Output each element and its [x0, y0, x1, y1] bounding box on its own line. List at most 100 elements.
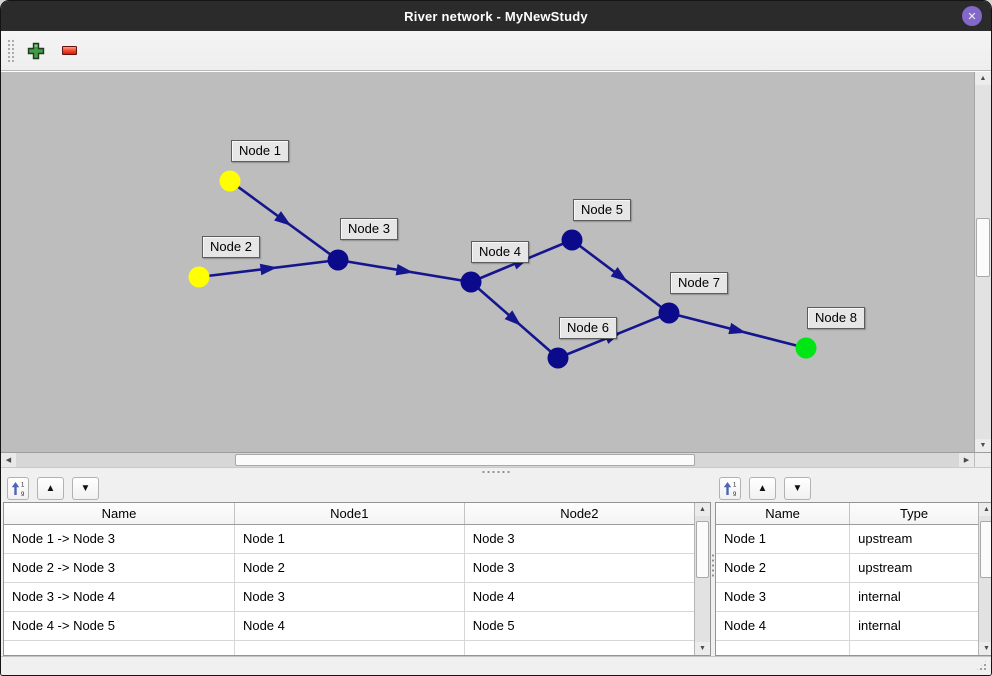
- table-cell[interactable]: Node 3: [464, 524, 694, 554]
- scroll-up-button[interactable]: ▲: [975, 72, 991, 85]
- table-cell[interactable]: internal: [849, 611, 978, 641]
- table-cell[interactable]: upstream: [849, 553, 978, 583]
- network-node[interactable]: [460, 271, 482, 293]
- table-row-empty: [4, 640, 694, 655]
- node-label[interactable]: Node 7: [670, 272, 728, 294]
- table-cell[interactable]: Node 2: [234, 553, 465, 583]
- table-cell[interactable]: Node 1: [234, 524, 465, 554]
- table-cell[interactable]: Node 4: [234, 611, 465, 641]
- resize-grip[interactable]: [975, 659, 988, 672]
- column-header-node2[interactable]: Node2: [464, 503, 694, 525]
- scroll-trough[interactable]: [979, 516, 991, 642]
- svg-text:9: 9: [733, 492, 737, 497]
- reach-table-scrollbar[interactable]: ▲ ▼: [694, 503, 710, 655]
- node-label[interactable]: Node 4: [471, 241, 529, 263]
- table-cell[interactable]: Node 4 -> Node 5: [4, 611, 235, 641]
- node-table-scrollbar[interactable]: ▲ ▼: [978, 503, 991, 655]
- table-cell[interactable]: Node 1: [716, 524, 851, 554]
- scroll-up-button[interactable]: ▲: [979, 503, 991, 516]
- move-down-button[interactable]: ▼: [784, 477, 811, 500]
- toolbar-drag-handle[interactable]: [6, 37, 14, 64]
- table-cell[interactable]: Node 3: [464, 553, 694, 583]
- close-button[interactable]: ✕: [962, 6, 982, 26]
- scroll-trough[interactable]: [16, 453, 959, 467]
- network-canvas[interactable]: ▲ ▼ Node 1 Node 2 Node 3 Node 4 Node 5 Node 6…: [1, 71, 991, 452]
- network-node[interactable]: [561, 229, 583, 251]
- scroll-thumb[interactable]: [976, 218, 990, 277]
- network-node[interactable]: [219, 170, 241, 192]
- canvas-horizontal-scrollbar[interactable]: ◀ ▶: [1, 452, 991, 468]
- edge-arrow-icon: [259, 263, 278, 276]
- network-node[interactable]: [658, 302, 680, 324]
- titlebar[interactable]: River network - MyNewStudy ✕: [1, 1, 991, 31]
- scroll-down-button[interactable]: ▼: [979, 642, 991, 655]
- node-label[interactable]: Node 8: [807, 307, 865, 329]
- scroll-up-icon: ▲: [979, 75, 987, 82]
- node-label[interactable]: Node 6: [559, 317, 617, 339]
- scroll-thumb[interactable]: [980, 521, 991, 578]
- table-cell[interactable]: Node 3: [234, 582, 465, 612]
- scroll-trough[interactable]: [975, 85, 991, 439]
- table-cell[interactable]: upstream: [849, 524, 978, 554]
- sort-button[interactable]: 1 9: [7, 477, 29, 500]
- move-down-button[interactable]: ▼: [72, 477, 99, 500]
- move-up-button[interactable]: ▲: [749, 477, 776, 500]
- splitter-grip-icon: [481, 469, 511, 474]
- scroll-up-button[interactable]: ▲: [695, 503, 710, 516]
- canvas-table-splitter[interactable]: [1, 468, 991, 475]
- status-bar: [1, 656, 991, 675]
- table-cell[interactable]: Node 2 -> Node 3: [4, 553, 235, 583]
- move-up-button[interactable]: ▲: [37, 477, 64, 500]
- node-label[interactable]: Node 2: [202, 236, 260, 258]
- table-cell[interactable]: Node 3: [716, 582, 851, 612]
- svg-text:1: 1: [733, 482, 737, 488]
- scroll-thumb[interactable]: [696, 521, 709, 578]
- add-button[interactable]: [23, 38, 49, 64]
- remove-button[interactable]: [56, 38, 82, 64]
- scroll-trough[interactable]: [695, 516, 710, 642]
- sort-button[interactable]: 1 9: [719, 477, 741, 500]
- column-header-node1[interactable]: Node1: [234, 503, 465, 525]
- scroll-right-button[interactable]: ▶: [959, 453, 974, 467]
- remove-icon: [61, 46, 77, 55]
- table-cell[interactable]: Node 2: [716, 553, 851, 583]
- network-node[interactable]: [795, 337, 817, 359]
- scroll-thumb[interactable]: [235, 454, 695, 466]
- edge-arrow-icon: [504, 310, 522, 326]
- table-row-empty: [716, 640, 978, 655]
- scroll-down-button[interactable]: ▼: [695, 642, 710, 655]
- table-cell[interactable]: Node 4: [716, 611, 851, 641]
- table-cell[interactable]: Node 5: [464, 611, 694, 641]
- column-header-name[interactable]: Name: [4, 503, 235, 525]
- column-header-name[interactable]: Name: [716, 503, 851, 525]
- table-cell[interactable]: Node 1 -> Node 3: [4, 524, 235, 554]
- scroll-left-button[interactable]: ◀: [1, 453, 16, 467]
- canvas-vertical-scrollbar[interactable]: ▲ ▼: [974, 72, 991, 452]
- table-cell[interactable]: Node 4: [464, 582, 694, 612]
- column-header-type[interactable]: Type: [849, 503, 978, 525]
- reach-pane: 1 9 ▲ ▼ Name Node1 Node2: [1, 475, 711, 656]
- edge-arrow-icon: [610, 267, 628, 282]
- table-cell[interactable]: Node 3 -> Node 4: [4, 582, 235, 612]
- pane-splitter[interactable]: [711, 475, 715, 656]
- network-node[interactable]: [188, 266, 210, 288]
- network-node[interactable]: [547, 347, 569, 369]
- scroll-up-icon: ▲: [983, 506, 990, 513]
- network-node[interactable]: [327, 249, 349, 271]
- scroll-down-icon: ▼: [979, 442, 987, 449]
- node-label[interactable]: Node 5: [573, 199, 631, 221]
- scroll-down-button[interactable]: ▼: [975, 439, 991, 452]
- node-label[interactable]: Node 3: [340, 218, 398, 240]
- table-cell[interactable]: internal: [849, 582, 978, 612]
- node-label[interactable]: Node 1: [231, 140, 289, 162]
